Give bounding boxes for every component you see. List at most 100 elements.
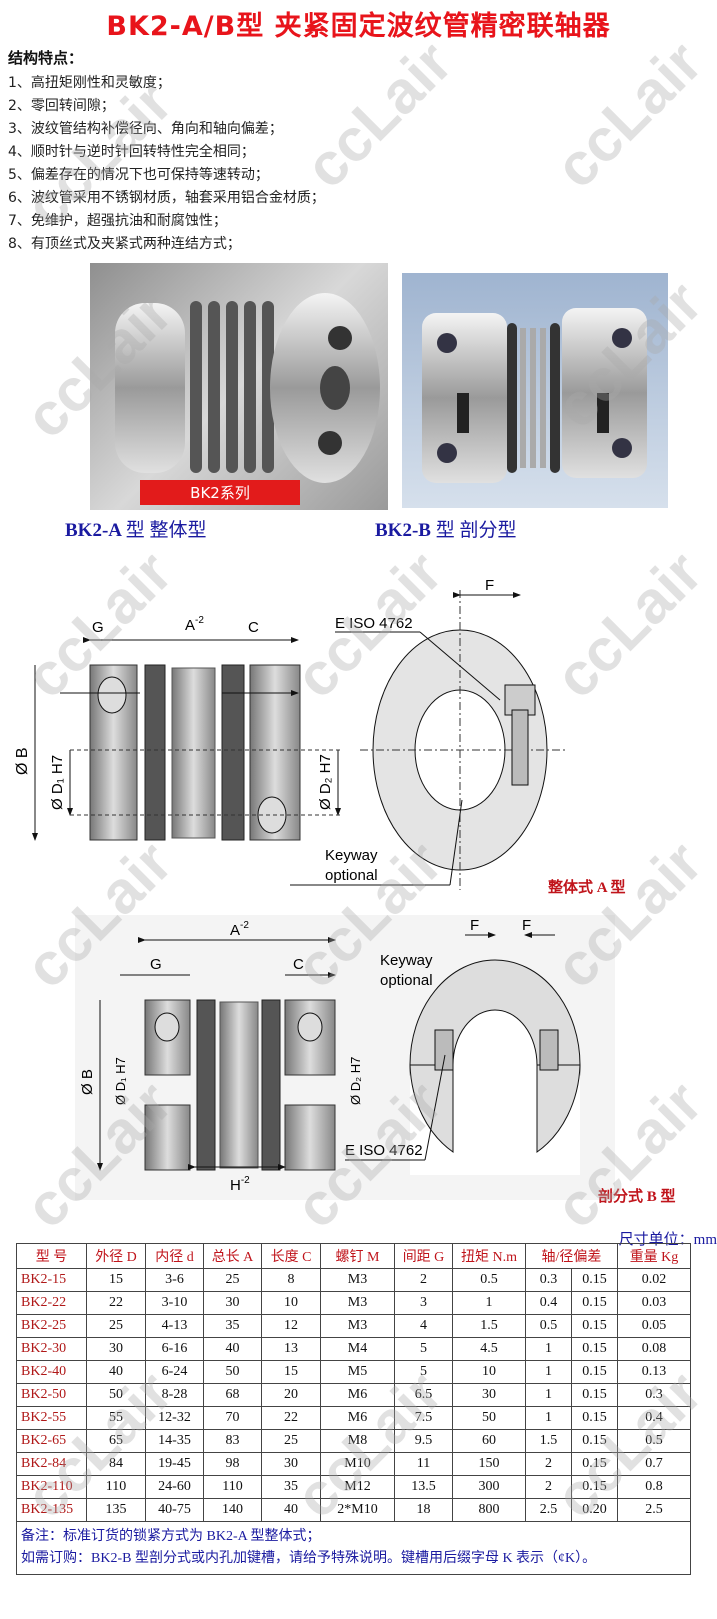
value-cell: 13.5 [394,1475,453,1499]
value-cell: 0.7 [617,1452,691,1476]
value-cell: 35 [261,1475,321,1499]
keyway-label: Keyway [325,847,378,864]
value-cell: 3 [394,1291,453,1315]
value-cell: 2 [525,1475,572,1499]
page-title: BK2-A/B型 夹紧固定波纹管精密联轴器 [106,11,611,42]
value-cell: 0.4 [617,1406,691,1430]
diagram-b: A-2 G C H-2 Ø B Ø D₁ H7 Ø D₂ H7 Keyway o… [75,915,615,1200]
value-cell: 40 [203,1337,262,1361]
value-cell: 13 [261,1337,321,1361]
value-cell: M8 [320,1429,395,1453]
column-header: 间距 G [394,1243,453,1269]
value-cell: 65 [86,1429,146,1453]
value-cell: 35 [203,1314,262,1338]
coupling-b-photo-icon [422,308,647,483]
value-cell: 50 [86,1383,146,1407]
value-cell: 2 [394,1268,453,1292]
value-cell: 15 [261,1360,321,1384]
feature-item: 5、偏差存在的情况下也可保持等速转动； [8,167,269,183]
value-cell: 18 [394,1498,453,1522]
value-cell: 0.3 [525,1268,572,1292]
model-cell: BK2-25 [16,1314,87,1338]
value-cell: 0.5 [617,1429,691,1453]
column-header: 型 号 [16,1243,87,1269]
value-cell: 15 [86,1268,146,1292]
value-cell: 20 [261,1383,321,1407]
value-cell: M3 [320,1314,395,1338]
model-cell: BK2-30 [16,1337,87,1361]
dim-c-label: C [293,956,304,973]
model-cell: BK2-110 [16,1475,87,1499]
caption-bk2-a: BK2-A 型 整体型 [65,515,206,542]
value-cell: 5 [394,1337,453,1361]
value-cell: 0.05 [617,1314,691,1338]
note-line: 如需订购：BK2-B 型剖分式或内孔加键槽，请给予特殊说明。键槽用后缀字母 K … [21,1551,597,1566]
column-header: 轴/径偏差 [525,1243,618,1269]
features-heading: 结构特点： [8,49,84,67]
feature-item: 8、有顶丝式及夹紧式两种连结方式； [8,236,241,252]
value-cell: 2 [525,1452,572,1476]
value-cell: 5 [394,1360,453,1384]
value-cell: 22 [261,1406,321,1430]
column-header: 总长 A [203,1243,262,1269]
dim-f-label: F [522,917,531,934]
column-header: 长度 C [261,1243,321,1269]
value-cell: 1 [525,1360,572,1384]
value-cell: M6 [320,1383,395,1407]
value-cell: 25 [86,1314,146,1338]
note-line: 备注：标准订货的锁紧方式为 BK2-A 型整体式； [21,1529,321,1544]
value-cell: 0.03 [617,1291,691,1315]
value-cell: 0.5 [525,1314,572,1338]
dim-b-label: Ø B [14,747,31,775]
value-cell: 83 [203,1429,262,1453]
value-cell: 11 [394,1452,453,1476]
value-cell: 300 [452,1475,526,1499]
value-cell: 14-35 [145,1429,204,1453]
dim-d2-label: Ø D₂ H7 [317,754,334,810]
value-cell: 0.08 [617,1337,691,1361]
value-cell: M3 [320,1291,395,1315]
dim-g-label: G [150,956,162,973]
type-label-b: 剖分式 B 型 [598,1189,676,1205]
dim-c-label: C [248,619,259,636]
value-cell: 3-10 [145,1291,204,1315]
value-cell: M6 [320,1406,395,1430]
caption-bk2-b: BK2-B 型 剖分型 [375,515,516,542]
value-cell: M4 [320,1337,395,1361]
value-cell: 68 [203,1383,262,1407]
value-cell: 7.5 [394,1406,453,1430]
value-cell: 40 [86,1360,146,1384]
value-cell: 22 [86,1291,146,1315]
value-cell: 84 [86,1452,146,1476]
value-cell: 2.5 [525,1498,572,1522]
dim-d1-label: Ø D₁ H7 [49,755,66,810]
keyway-label: Keyway [380,952,433,969]
value-cell: 2*M10 [320,1498,395,1522]
model-cell: BK2-50 [16,1383,87,1407]
value-cell: 30 [261,1452,321,1476]
value-cell: 8-28 [145,1383,204,1407]
caption-type: 型 剖分型 [435,520,517,541]
value-cell: 0.4 [525,1291,572,1315]
dim-b-label: Ø B [79,1069,96,1095]
dim-d2-label: Ø D₂ H7 [348,1057,363,1105]
value-cell: 140 [203,1498,262,1522]
value-cell: 25 [203,1268,262,1292]
dim-h-label: H-2 [230,1175,250,1194]
value-cell: 4 [394,1314,453,1338]
column-header: 重量 Kg [617,1243,691,1269]
series-banner: BK2系列 [190,484,250,502]
model-cell: BK2-55 [16,1406,87,1430]
value-cell: 0.15 [571,1429,618,1453]
value-cell: 30 [86,1337,146,1361]
feature-item: 2、零回转间隙； [8,98,115,114]
feature-item: 3、波纹管结构补偿径向、角向和轴向偏差； [8,121,283,137]
value-cell: 24-60 [145,1475,204,1499]
value-cell: 0.13 [617,1360,691,1384]
feature-item: 7、免维护，超强抗油和耐腐蚀性； [8,213,227,229]
